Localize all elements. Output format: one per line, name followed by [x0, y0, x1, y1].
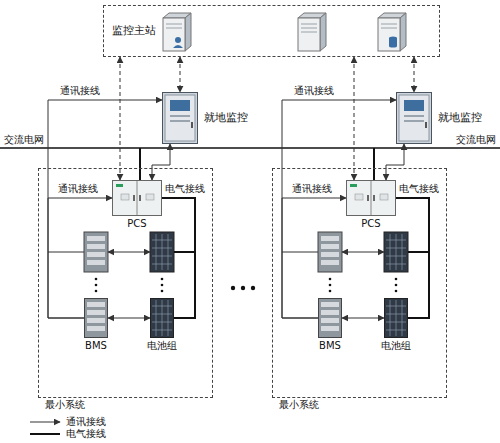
pcs-cabinet: PCS: [112, 180, 162, 230]
text-label: 通讯接线: [57, 183, 99, 195]
pcs-icon: [112, 180, 162, 216]
text-label: 监控主站: [112, 24, 156, 37]
text-label: 通讯接线: [59, 85, 101, 97]
system-art: [48, 148, 195, 292]
bat-icon: [384, 298, 408, 338]
text-label: 交流电网: [4, 134, 44, 146]
text-label: 通讯接线: [291, 183, 333, 195]
comm-branch: [48, 252, 84, 253]
comm-line: [48, 100, 162, 318]
system-art: [282, 148, 429, 292]
comm-line: [108, 318, 150, 319]
server-icon: [163, 13, 191, 51]
comm-line: [180, 57, 181, 92]
cab-icon: [396, 92, 432, 144]
rack-icon: [84, 298, 108, 338]
ellipsis-dots: [231, 286, 255, 290]
system-region: 最小系统PCSBMS电池组: [272, 168, 447, 398]
bat-icon: [150, 298, 174, 338]
text-label: 电池组: [147, 340, 177, 352]
pcs-cabinet: PCS: [346, 180, 396, 230]
server-icon: [298, 13, 326, 51]
text-label: PCS: [361, 218, 380, 230]
comm-line: [152, 144, 170, 180]
comm-line: [282, 100, 396, 318]
battery-rack: [150, 232, 174, 272]
battery-pack: 电池组: [147, 298, 177, 352]
battery-pack: 电池组: [381, 298, 411, 352]
grid-tie: [139, 148, 141, 180]
bms-rack: BMS: [318, 298, 342, 352]
comm-line: [354, 57, 355, 180]
bms-rack: BMS: [84, 298, 108, 352]
system-region: 最小系统PCSBMS电池组: [38, 168, 213, 398]
comm-line: [386, 144, 404, 180]
text-label: 电池组: [381, 340, 411, 352]
ac-grid-line: [0, 147, 500, 149]
cab-icon: [162, 92, 198, 144]
pcs-icon: [346, 180, 396, 216]
text-label: BMS: [319, 340, 341, 352]
text-label: PCS: [127, 218, 146, 230]
text-label: 最小系统: [279, 399, 319, 411]
station-region: 监控主站: [103, 5, 440, 57]
rack-icon: [318, 298, 342, 338]
power-branch: [174, 251, 195, 253]
comm-line: [120, 57, 121, 180]
legend-power-sample: [30, 433, 60, 435]
text-label: 电气接线: [66, 428, 106, 440]
comm-line: [414, 57, 415, 92]
text-label: 电气接线: [398, 183, 440, 195]
text-label: BMS: [85, 340, 107, 352]
bms-rack: [84, 232, 108, 272]
text-label: 电气接线: [164, 183, 206, 195]
text-label: 最小系统: [45, 399, 85, 411]
text-label: 通讯接线: [66, 416, 106, 428]
comm-branch: [108, 252, 150, 253]
text-label: 交流电网: [456, 134, 496, 146]
server-icon: [378, 13, 406, 51]
text-label: 就地监控: [438, 111, 482, 124]
legend-comm-sample: [30, 422, 60, 423]
comm-line: [342, 318, 384, 319]
text-label: 就地监控: [204, 111, 248, 124]
local-monitor: 就地监控: [396, 92, 482, 144]
local-monitor: 就地监控: [162, 92, 248, 144]
text-label: 通讯接线: [293, 85, 335, 97]
